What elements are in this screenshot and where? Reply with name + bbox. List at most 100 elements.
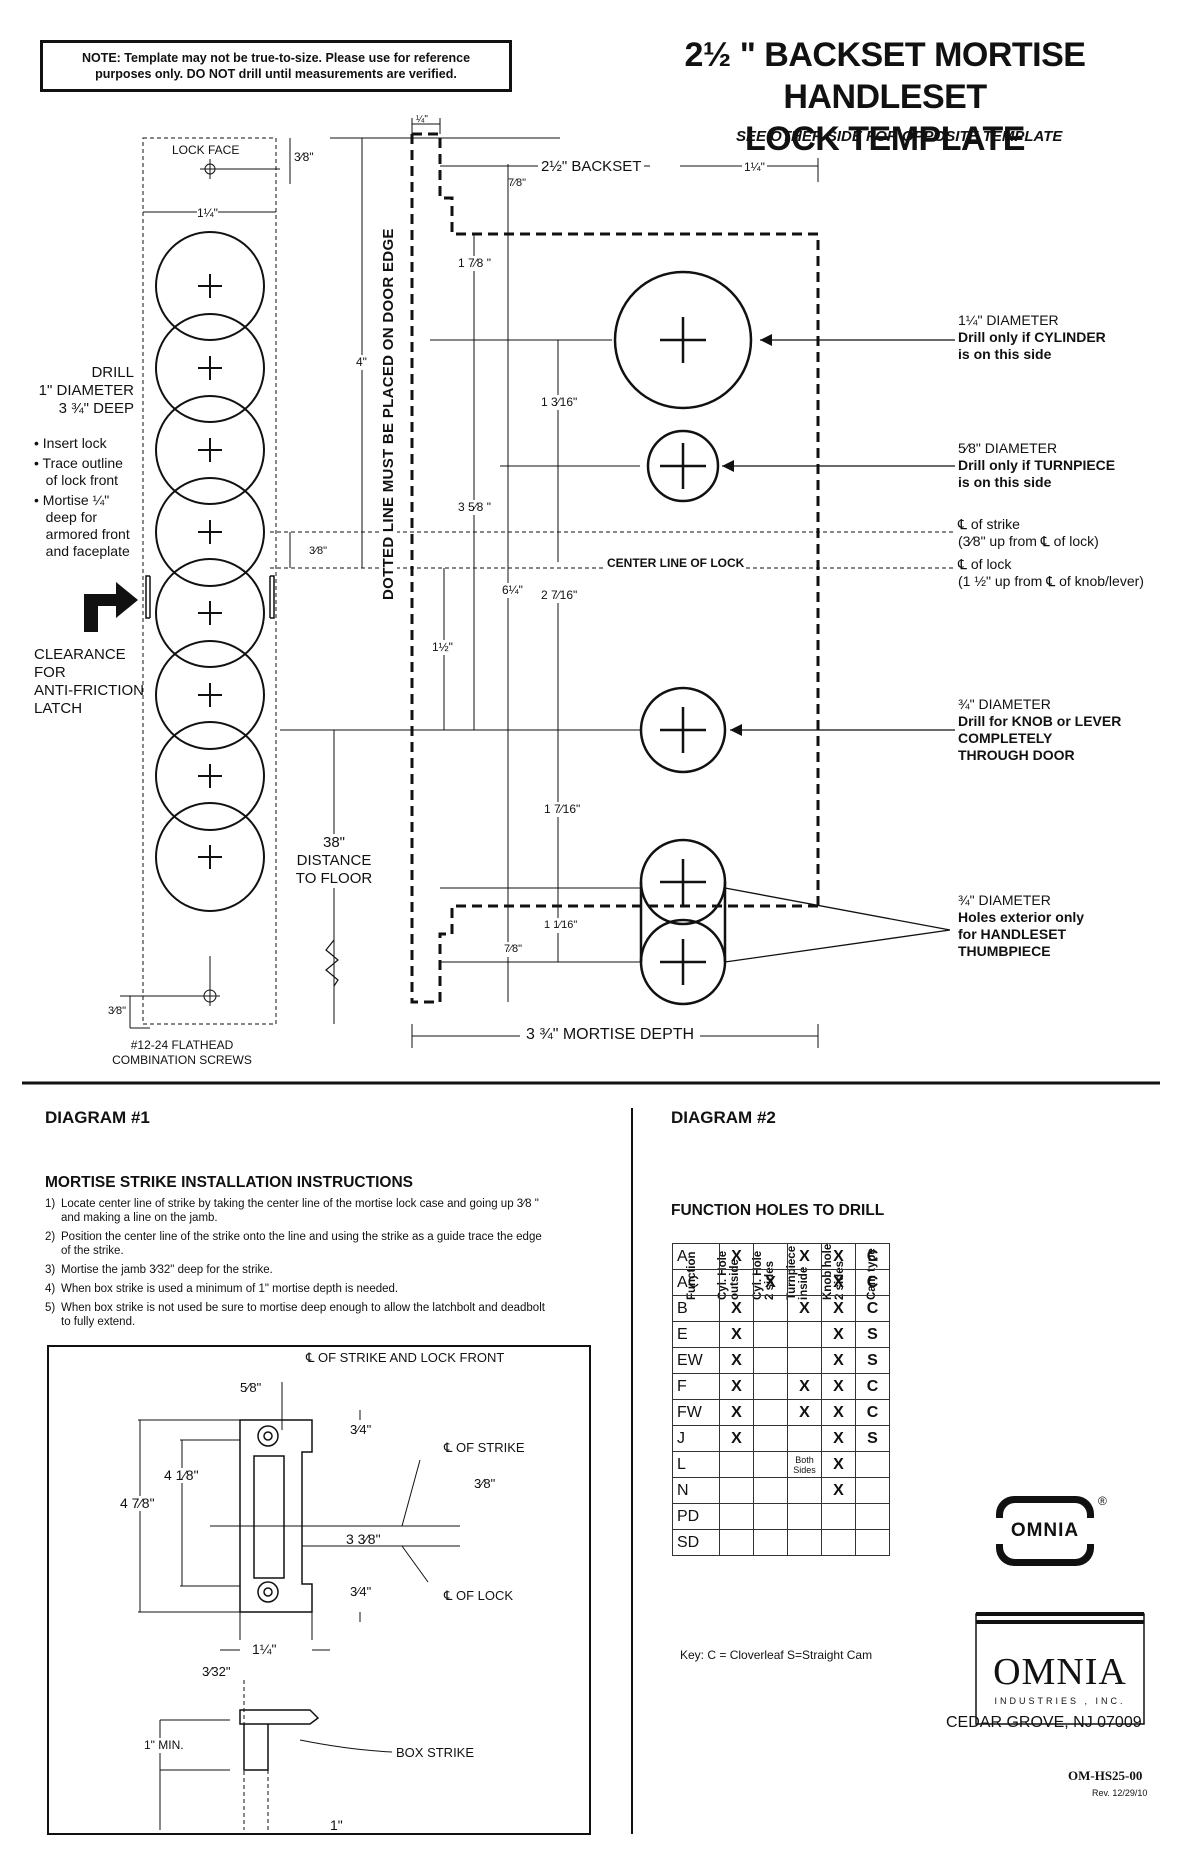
table-cell [719, 1451, 754, 1478]
d1-dim-5-8: 5⁄8" [240, 1380, 262, 1395]
bullet-3: • Mortise ¼" deep for armored front and … [34, 492, 130, 559]
step-1-text-a: Locate center line of strike by taking t… [61, 1198, 539, 1210]
d1-box-strike: BOX STRIKE [396, 1745, 475, 1760]
d1-dim-3-32: 3⁄32" [202, 1664, 231, 1679]
step-4: 4)When box strike is used a minimum of 1… [45, 1282, 605, 1296]
distance-line-1: 38" [322, 834, 345, 851]
table-cell [787, 1503, 822, 1530]
table-cell: X [821, 1243, 856, 1270]
drill-line-2: 1" DIAMETER [38, 382, 134, 399]
step-1: 1)Locate center line of strike by taking… [45, 1197, 605, 1225]
step-4-num: 4) [45, 1283, 56, 1295]
table-cell: C [855, 1295, 890, 1322]
callout-knob-2: Drill for KNOB or LEVER [958, 713, 1122, 729]
function-table-title: FUNCTION HOLES TO DRILL [671, 1202, 885, 1219]
table-cell: C [855, 1243, 890, 1270]
table-cell: X [821, 1451, 856, 1478]
table-cell: X [719, 1425, 754, 1452]
dim-1-3-16: 1 3⁄16" [541, 395, 578, 410]
table-cell [787, 1529, 822, 1556]
step-3-num: 3) [45, 1264, 56, 1276]
callout-lock-1: ℄ of lock [958, 556, 1012, 572]
diagram1-heading: DIAGRAM #1 [45, 1108, 150, 1127]
table-cell: X [821, 1425, 856, 1452]
table-cell: X [719, 1399, 754, 1426]
table-cell [753, 1477, 788, 1504]
table-cell: X [719, 1347, 754, 1374]
table-cell [821, 1529, 856, 1556]
step-3-text: Mortise the jamb 3⁄32" deep for the stri… [61, 1264, 273, 1276]
title-line-1: 2½ " BACKSET MORTISE HANDLESET [684, 36, 1086, 116]
strike-front-centerline: ℄ OF STRIKE AND LOCK FRONT [306, 1350, 505, 1365]
table-cell: X [821, 1399, 856, 1426]
bullet-3-text-a: Mortise ¼" [42, 492, 110, 508]
callout-cyl-2: Drill only if CYLINDER [958, 329, 1106, 345]
screws-label: #12-24 FLATHEAD COMBINATION SCREWS [112, 1038, 252, 1068]
table-cell: X [787, 1373, 822, 1400]
function-code-cell: J [672, 1425, 720, 1452]
note-line-2: purposes only. DO NOT drill until measur… [95, 67, 457, 81]
table-cell: X [787, 1399, 822, 1426]
callout-cylinder: 1¼" DIAMETER Drill only if CYLINDER is o… [958, 312, 1106, 363]
table-cell [855, 1503, 890, 1530]
d1-dim-4-7-8: 4 7⁄8" [120, 1495, 155, 1511]
step-5-text-a: When box strike is not used be sure to m… [61, 1302, 545, 1314]
registered-mark: ® [1098, 1494, 1107, 1508]
table-cell: X [787, 1243, 822, 1270]
bullet-3-text-c: armored front [45, 526, 130, 542]
callout-strike-2: (3⁄8" up from ℄ of lock) [958, 533, 1099, 549]
table-cell [753, 1321, 788, 1348]
function-code-cell: PD [672, 1503, 720, 1530]
table-cell [719, 1477, 754, 1504]
table-cell: X [719, 1243, 754, 1270]
d1-dim-1-1-4: 1¼" [252, 1641, 277, 1657]
table-cell: X [821, 1477, 856, 1504]
function-code-cell: SD [672, 1529, 720, 1556]
table-cell: X [719, 1321, 754, 1348]
dim-1-1-2: 1½" [432, 640, 453, 655]
table-cell: X [719, 1373, 754, 1400]
dim-1-7-8: 1 7⁄8 " [458, 256, 491, 271]
step-5-num: 5) [45, 1302, 56, 1314]
step-2-num: 2) [45, 1231, 56, 1243]
d1-dim-3-3-8: 3 3⁄8" [346, 1531, 381, 1547]
bullet-3-text-d: and faceplate [45, 543, 130, 559]
bullet-2-text-a: Trace outline [42, 455, 123, 471]
table-row: SD [672, 1529, 890, 1556]
table-cell [787, 1425, 822, 1452]
clearance-line-1: CLEARANCE [34, 646, 126, 663]
table-cell [753, 1399, 788, 1426]
table-cell [719, 1529, 754, 1556]
dim-1-1-4-right: 1¼" [742, 160, 767, 175]
table-cell [855, 1529, 890, 1556]
function-code-cell: B [672, 1295, 720, 1322]
callout-knob-3: COMPLETELY [958, 730, 1053, 746]
function-code-cell: F [672, 1373, 720, 1400]
clearance-line-3: ANTI-FRICTION [34, 682, 144, 699]
callout-thumb-1: ¾" DIAMETER [958, 892, 1051, 908]
d1-dim-4-1-8: 4 1⁄8" [164, 1467, 199, 1483]
d1-min-depth: 1" MIN. [144, 1738, 184, 1753]
dim-3-5-8: 3 5⁄8 " [458, 500, 491, 515]
callout-cyl-1: 1¼" DIAMETER [958, 312, 1059, 328]
clearance-line-2: FOR [34, 664, 66, 681]
bullet-1: • Insert lock [34, 435, 107, 451]
callout-thumbpiece: ¾" DIAMETER Holes exterior only for HAND… [958, 892, 1084, 960]
table-cell [753, 1425, 788, 1452]
omnia-industries-text: INDUSTRIES , INC. [994, 1696, 1126, 1706]
omnia-logo-big [975, 1612, 1145, 1725]
table-cell: X [821, 1321, 856, 1348]
table-cell: C [855, 1269, 890, 1296]
callout-lock-center: ℄ of lock (1 ½" up from ℄ of knob/lever) [958, 556, 1144, 590]
table-cell: X [821, 1269, 856, 1296]
disclaimer-note: NOTE: Template may not be true-to-size. … [40, 40, 512, 92]
d1-dim-3-4-bot: 3⁄4" [350, 1584, 372, 1599]
dotted-line-label: DOTTED LINE MUST BE PLACED ON DOOR EDGE [380, 228, 397, 600]
table-cell: X [821, 1295, 856, 1322]
